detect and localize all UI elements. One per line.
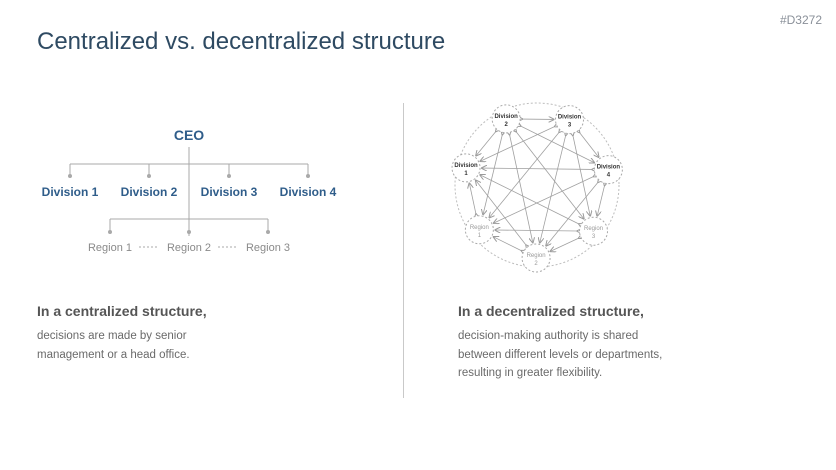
- network-edge: [573, 135, 590, 215]
- centralized-org-chart: CEO Division 1 Division 2 Division 3 Div…: [42, 127, 337, 254]
- network-edge: [579, 132, 598, 157]
- centralized-desc-line-2: management or a head office.: [37, 348, 190, 361]
- page-title: Centralized vs. decentralized structure: [37, 28, 446, 55]
- network-edge: [516, 131, 584, 218]
- network-edge: [476, 181, 526, 246]
- node-label: Region: [470, 225, 489, 231]
- region-node-3: Region 3: [579, 216, 609, 246]
- decentralized-heading: In a decentralized structure,: [458, 303, 644, 319]
- decentralized-desc-line-3: resulting in greater flexibility.: [458, 367, 603, 379]
- centralized-desc-line-1: decisions are made by senior: [37, 330, 187, 342]
- node-label: Division: [597, 165, 621, 171]
- centralized-description: decisions are made by senior management …: [37, 327, 190, 364]
- node-label: Division: [454, 163, 478, 169]
- hierarchy-connectors: [69, 147, 309, 236]
- network-edge: [476, 131, 496, 155]
- network-edge: [481, 126, 555, 161]
- network-edge: [551, 238, 579, 251]
- node-label: 1: [478, 233, 482, 239]
- division-node-1: Division 1: [451, 153, 481, 183]
- centralized-heading: In a centralized structure,: [37, 303, 207, 319]
- node-label: 2: [534, 261, 538, 267]
- decentralized-network-diagram: Division2Division3Division4Region3Region…: [451, 102, 623, 273]
- node-label: 1: [464, 171, 468, 177]
- network-edge: [469, 184, 476, 215]
- section-divider: [403, 103, 404, 398]
- node-label: Region: [584, 226, 603, 232]
- network-edge: [482, 168, 592, 169]
- division-4-label: Division 4: [280, 185, 337, 199]
- region-2-label: Region 2: [167, 242, 211, 254]
- region-1-label: Region 1: [88, 242, 132, 254]
- decentralized-desc-line-2: between different levels or departments,: [458, 348, 663, 361]
- node-label: 4: [607, 173, 611, 179]
- node-label: 3: [568, 123, 572, 129]
- node-label: 2: [504, 122, 508, 128]
- network-edges: [469, 119, 604, 251]
- division-node-3: Division 3: [554, 105, 584, 135]
- node-label: Division: [558, 115, 582, 121]
- network-edge: [494, 237, 522, 251]
- division-1-label: Division 1: [42, 185, 99, 199]
- network-edge: [520, 126, 594, 163]
- ceo-label: CEO: [174, 127, 204, 143]
- network-edge: [597, 185, 604, 215]
- region-node-1: Region 1: [464, 215, 494, 245]
- slide-id: #D3272: [779, 13, 822, 27]
- division-node-2: Division 2: [491, 104, 521, 134]
- network-edge: [495, 230, 577, 231]
- decentralized-desc-line-1: decision-making authority is shared: [458, 330, 639, 342]
- node-label: Division: [494, 114, 518, 120]
- node-label: Region: [527, 253, 546, 259]
- region-node-2: Region 2: [521, 243, 551, 273]
- network-nodes: Division2Division3Division4Region3Region…: [451, 104, 623, 273]
- connector-dots: [68, 174, 310, 234]
- division-2-label: Division 2: [121, 185, 178, 199]
- network-edge: [480, 175, 579, 224]
- decentralized-description: decision-making authority is shared betw…: [458, 327, 662, 383]
- region-3-label: Region 3: [246, 242, 290, 254]
- division-node-4: Division 4: [593, 155, 623, 185]
- node-label: 3: [592, 234, 596, 240]
- division-3-label: Division 3: [201, 185, 258, 199]
- network-edge: [494, 176, 594, 223]
